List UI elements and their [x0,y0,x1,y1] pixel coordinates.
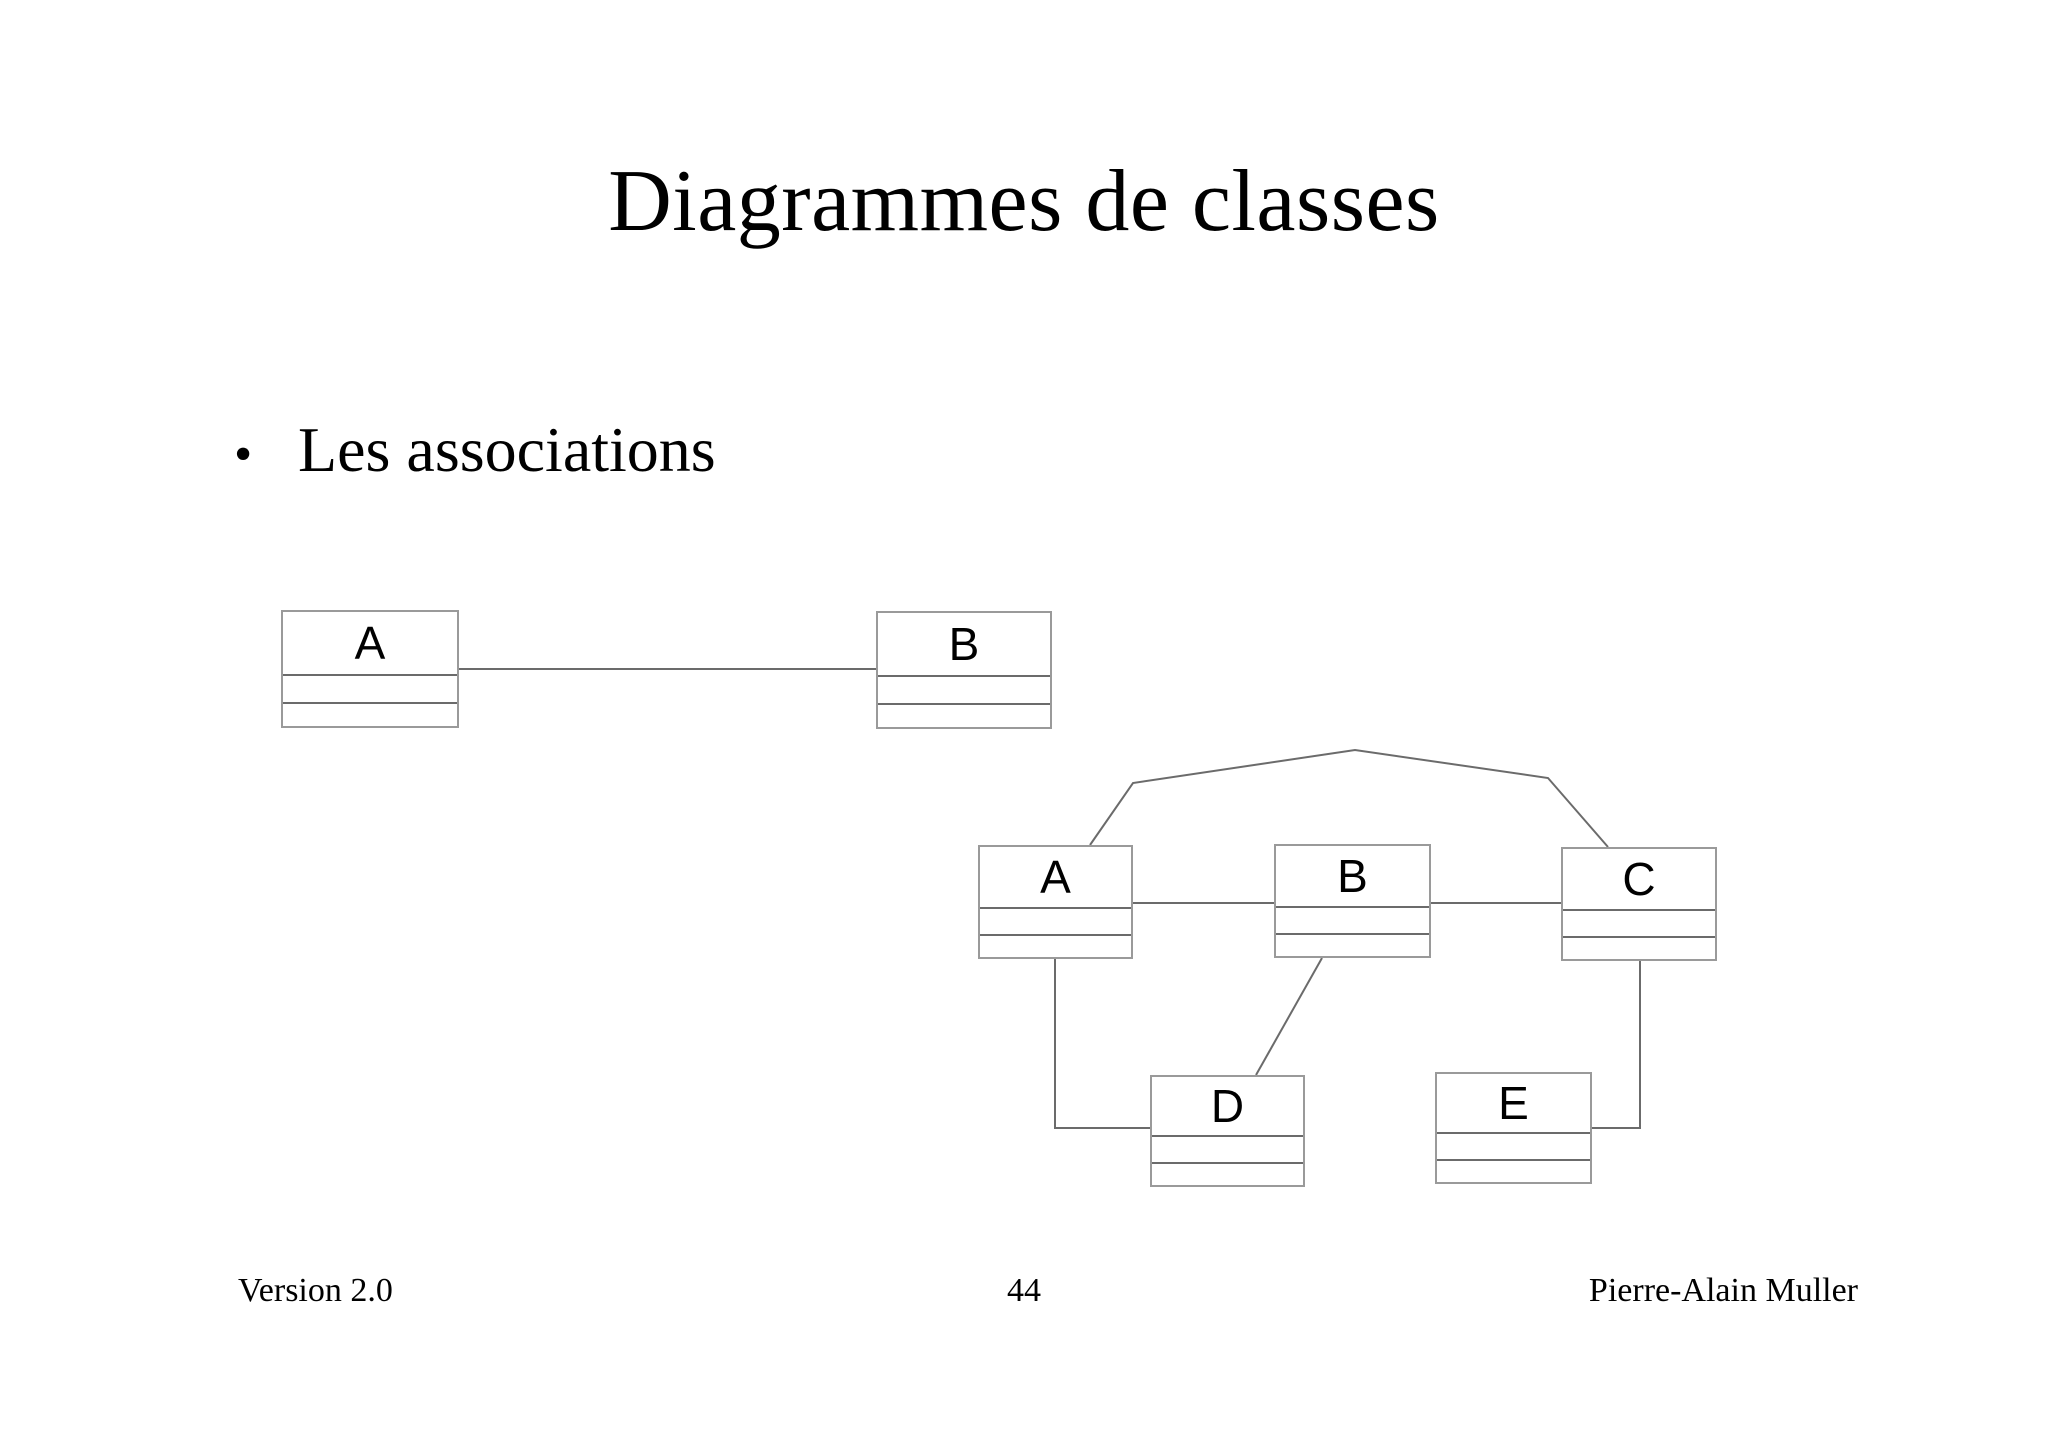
uml-attributes-compartment [878,675,1050,703]
uml-class-name: D [1210,1080,1245,1132]
uml-class-box[interactable]: E [1435,1072,1592,1184]
footer-version: Version 2.0 [238,1272,393,1309]
uml-class-box[interactable]: A [281,610,459,728]
association-line-a-d [1054,959,1150,1129]
uml-operations-compartment [1563,936,1715,963]
uml-class-name: C [1622,853,1656,905]
bullet-list-item: • Les associations [234,418,716,482]
page-title: Diagrammes de classes [608,153,1440,250]
uml-class-box[interactable]: D [1150,1075,1305,1187]
uml-attributes-compartment [1437,1132,1590,1159]
uml-operations-compartment [980,934,1131,961]
uml-attributes-compartment [283,674,457,702]
footer-author: Pierre-Alain Muller [1588,1272,1858,1309]
uml-class-box[interactable]: B [1274,844,1431,958]
uml-class-box[interactable]: B [876,611,1052,729]
uml-attributes-compartment [1152,1135,1303,1162]
uml-operations-compartment [878,703,1050,731]
uml-class-name: E [1498,1077,1529,1129]
uml-operations-compartment [283,702,457,730]
uml-attributes-compartment [1563,909,1715,936]
uml-class-name: A [1040,851,1071,903]
uml-class-name: A [354,617,386,669]
uml-operations-compartment [1276,933,1429,960]
association-line-c-e [1592,961,1641,1129]
association-line-a-c [1089,748,1609,848]
uml-attributes-compartment [980,907,1131,934]
uml-class-box[interactable]: A [978,845,1133,959]
footer-page-number: 44 [1007,1272,1041,1309]
uml-class-box[interactable]: C [1561,847,1717,961]
uml-class-name: B [948,618,980,670]
bullet-marker-icon: • [234,426,253,483]
association-line-b-d [1255,957,1323,1076]
uml-class-name: B [1337,850,1368,902]
uml-attributes-compartment [1276,906,1429,933]
slide-footer: Version 2.0 44 Pierre-Alain Muller [0,1272,2048,1322]
uml-operations-compartment [1152,1162,1303,1189]
uml-operations-compartment [1437,1159,1590,1186]
bullet-text: Les associations [298,414,716,485]
